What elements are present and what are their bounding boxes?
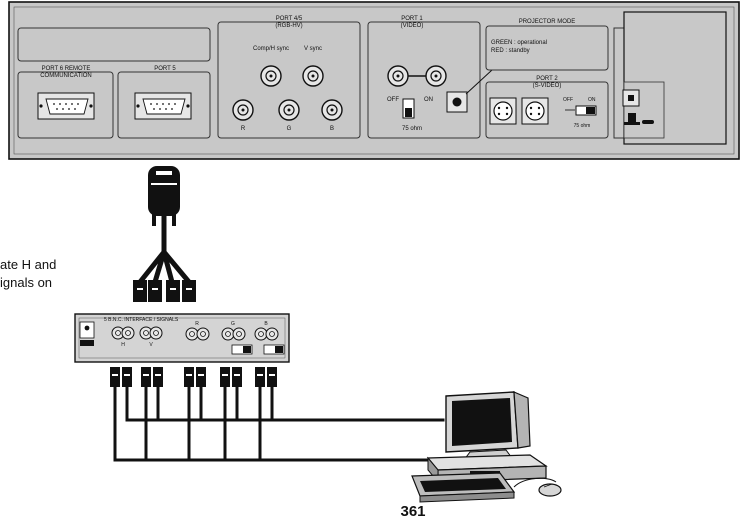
bnc-comp-sync-jack: [260, 65, 282, 87]
port2-off-label: OFF: [563, 97, 573, 103]
bnc-g-jack: [278, 99, 300, 121]
projector-mode-section: PROJECTOR MODE GREEN : operational RED :…: [485, 19, 609, 71]
bnc-interface-box: 5 B.N.C. INTERFACE / SIGNALS H V: [74, 313, 290, 363]
interface-side-plug: [79, 321, 95, 346]
port4-rgbhv-section: PORT 4/5 (RGB-HV) Comp/H sync V sync: [217, 16, 361, 139]
computer-icon: [411, 391, 562, 503]
interface-r-jack-1: [185, 327, 199, 341]
port2-subtitle: (S-VIDEO): [533, 83, 562, 89]
bnc-plugs: [133, 280, 196, 302]
interface-termination-switches: [231, 344, 285, 355]
port2-svideo-in-jack: [489, 97, 517, 125]
interface-label-r: R: [195, 321, 199, 327]
port6-title: PORT 6 REMOTE: [42, 66, 91, 72]
port2-ohm-label: 75 ohm: [574, 123, 591, 129]
port6-db9-connector: [37, 92, 95, 120]
interface-b-jack-2: [265, 327, 279, 341]
b-label: B: [330, 126, 334, 132]
port4-title: PORT 4/5: [276, 16, 303, 22]
port1-ohm-label: 75 ohm: [402, 126, 422, 132]
interface-in-jack-2: [121, 326, 135, 340]
power-section: [613, 11, 727, 145]
port5-section: PORT 5: [117, 66, 211, 139]
port2-termination-switch: [575, 105, 597, 116]
interface-box-title: 5 B.N.C. INTERFACE / SIGNALS: [104, 317, 179, 323]
port4-subtitle: (RGB-HV): [275, 23, 302, 29]
port2-svideo-out-jack: [521, 97, 549, 125]
projector-mode-red: RED : standby: [491, 48, 530, 54]
caption-line-2: ignals on: [0, 275, 52, 290]
blank-panel-area: [17, 27, 211, 62]
port1-video-section: PORT 1 (VIDEO) OFF ON 75 ohm: [367, 16, 481, 139]
port6-section: PORT 6 REMOTE COMMUNICATION: [17, 66, 114, 139]
bnc-r-jack: [232, 99, 254, 121]
port1-bnc-in-jack: [387, 65, 409, 87]
status-led: [446, 91, 468, 113]
keyboard-icon: [411, 472, 516, 503]
port6-subtitle: COMMUNICATION: [40, 73, 92, 79]
port1-off-label: OFF: [387, 97, 399, 103]
port1-termination-switch: [402, 98, 415, 119]
interface-label-v: V: [149, 342, 153, 348]
port5-db9-connector: [134, 92, 192, 120]
port2-on-label: ON: [588, 97, 596, 103]
monitor-icon: [445, 391, 531, 461]
bnc-b-jack: [321, 99, 343, 121]
caption-line-1: ate H and: [0, 257, 56, 272]
interface-b-jack-1: [254, 327, 268, 341]
breakout-cable: [133, 166, 196, 302]
v-sync-label: V sync: [304, 46, 322, 52]
interface-label-b: B: [264, 321, 268, 327]
port1-on-label: ON: [424, 97, 433, 103]
port1-title: PORT 1: [401, 16, 423, 22]
projector-mode-green: GREEN : operational: [491, 40, 547, 46]
comp-sync-label: Comp/H sync: [253, 46, 289, 52]
port5-title: PORT 5: [154, 66, 176, 72]
interface-g-jack-2: [232, 327, 246, 341]
power-inlet: [624, 113, 654, 125]
r-label: R: [241, 126, 246, 132]
projector-rear-panel: PORT 6 REMOTE COMMUNICATION PORT 5: [8, 1, 740, 160]
port2-svideo-section: PORT 2 (S-VIDEO) OFF ON 75 ohm: [485, 76, 609, 139]
bnc-v-sync-jack: [302, 65, 324, 87]
port1-bnc-out-jack: [425, 65, 447, 87]
interface-g-jack-1: [221, 327, 235, 341]
interface-in-jack-4: [149, 326, 163, 340]
interface-label-h: H: [121, 342, 125, 348]
port1-subtitle: (VIDEO): [401, 23, 424, 29]
interface-label-g: G: [231, 321, 235, 327]
bnc-plug-pairs: [110, 367, 277, 387]
interface-r-jack-2: [196, 327, 210, 341]
g-label: G: [287, 126, 292, 132]
db-plug: [148, 166, 180, 226]
mouse-icon: [513, 477, 562, 497]
signal-wires: [113, 385, 445, 462]
power-switch: [622, 89, 640, 107]
port2-title: PORT 2: [536, 76, 558, 82]
page-number: 361: [400, 503, 425, 518]
projector-mode-title: PROJECTOR MODE: [519, 19, 576, 25]
